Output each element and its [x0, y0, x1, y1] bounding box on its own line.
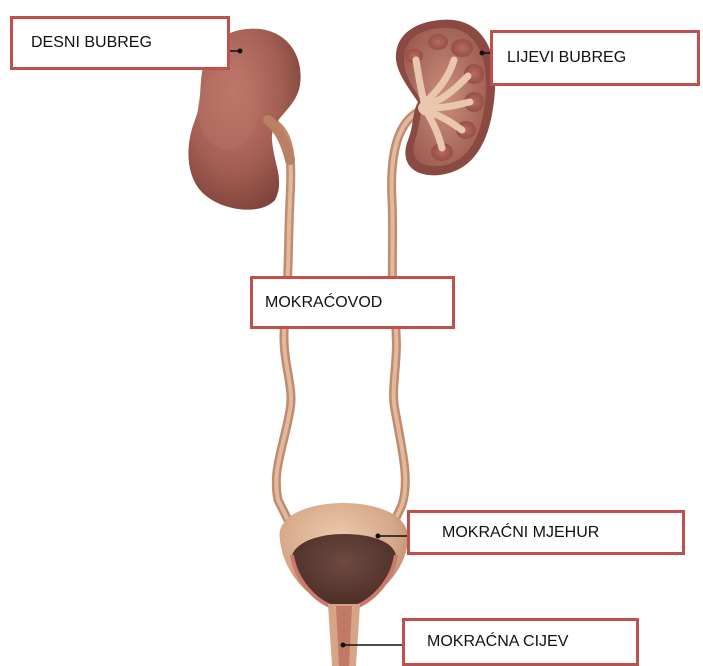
- label-bladder: MOKRAĆNI MJEHUR: [407, 510, 685, 555]
- leader-dot-right-kidney: [238, 49, 243, 54]
- label-urethra: MOKRAĆNA CIJEV: [402, 618, 639, 666]
- leader-dot-bladder: [376, 534, 381, 539]
- leader-dot-left-kidney: [480, 51, 485, 56]
- label-urethra-text: MOKRAĆNA CIJEV: [427, 634, 568, 650]
- label-ureter: MOKRAĆOVOD: [250, 276, 455, 329]
- leader-dot-urethra: [341, 643, 346, 648]
- label-bladder-text: MOKRAĆNI MJEHUR: [442, 525, 599, 541]
- label-right-kidney: DESNI BUBREG: [10, 16, 230, 70]
- label-left-kidney-text: LIJEVI BUBREG: [507, 50, 626, 66]
- left-kidney: [396, 20, 495, 176]
- bladder: [280, 503, 409, 606]
- label-ureter-text: MOKRAĆOVOD: [265, 295, 382, 311]
- label-left-kidney: LIJEVI BUBREG: [490, 30, 700, 86]
- label-right-kidney-text: DESNI BUBREG: [31, 35, 152, 51]
- urethra: [328, 604, 360, 666]
